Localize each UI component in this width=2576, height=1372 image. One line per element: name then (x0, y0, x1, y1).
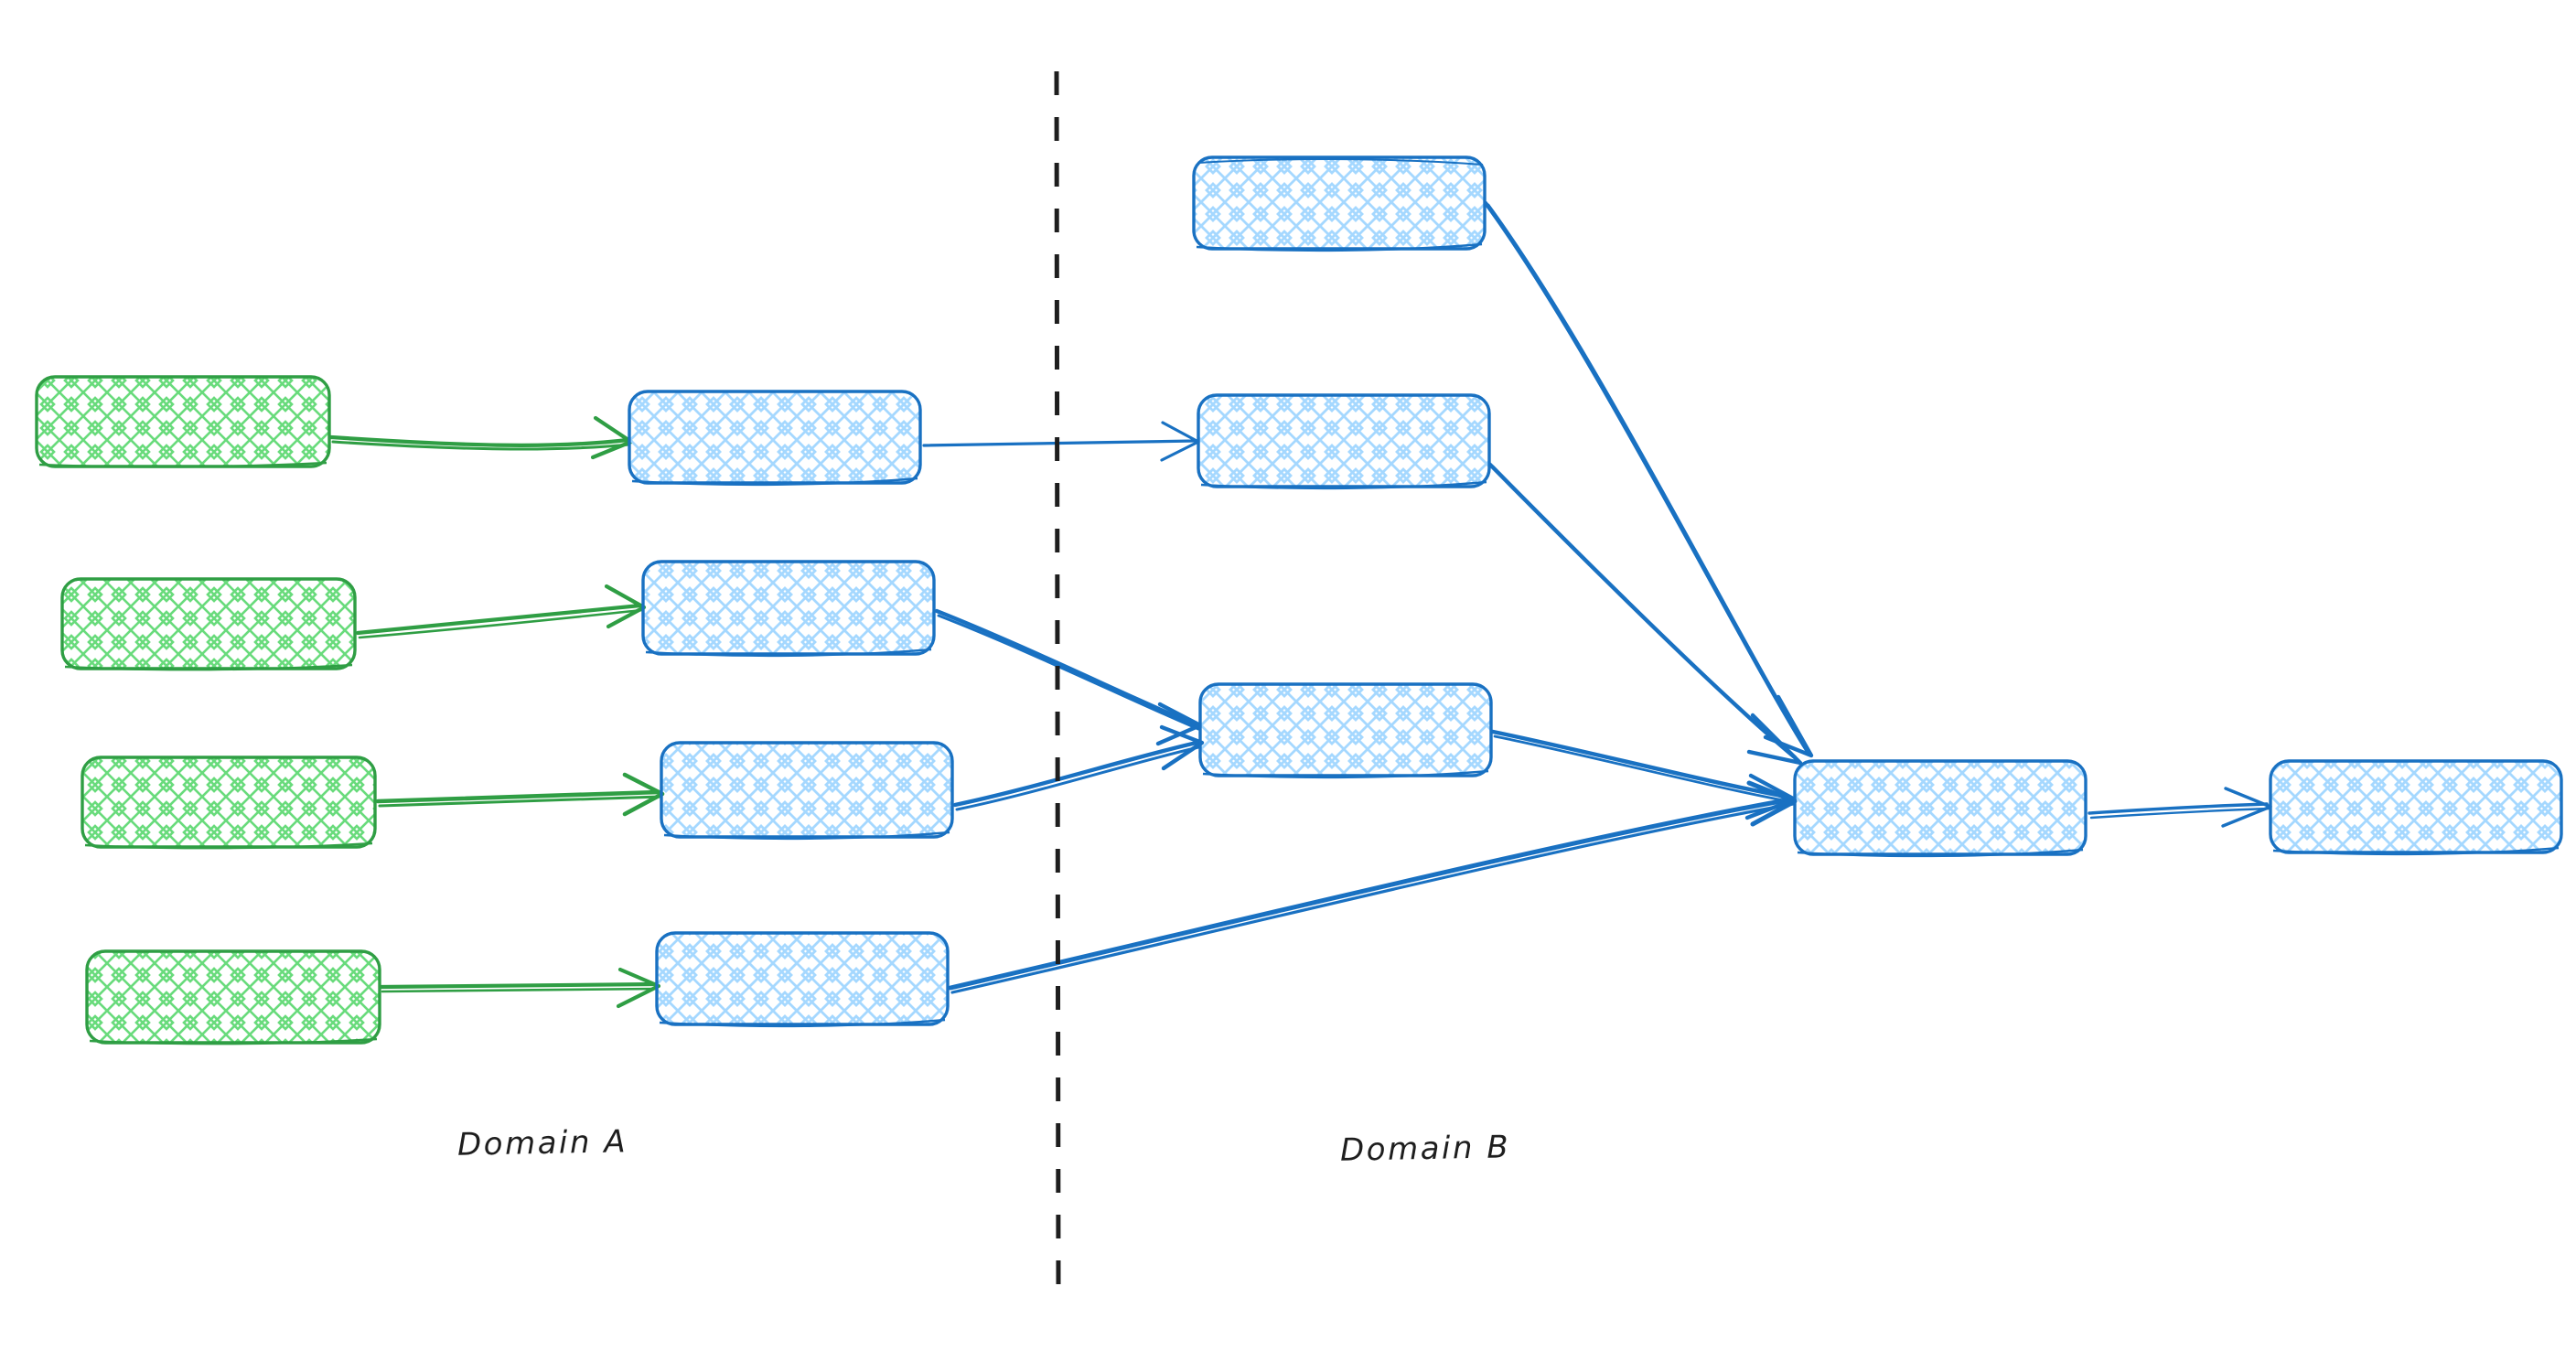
edge-b-node-1-to-b-merge[interactable] (1483, 200, 1814, 758)
edge-b-merge-to-b-out[interactable] (2088, 787, 2272, 828)
nodes-layer (35, 155, 2563, 1045)
edge-a-in-4-to-a-proc-4[interactable] (378, 967, 661, 1009)
node-a-in-3[interactable] (80, 756, 377, 850)
domain-divider (1054, 70, 1061, 1285)
node-b-out[interactable] (2269, 759, 2563, 856)
node-a-proc-1[interactable] (628, 390, 922, 487)
edge-a-proc-1-to-b-node-2[interactable] (922, 421, 1200, 462)
edge-a-in-1-to-a-proc-1[interactable] (328, 415, 634, 460)
edge-a-proc-2-to-b-node-3[interactable] (934, 608, 1203, 746)
node-b-node-2[interactable] (1197, 393, 1491, 490)
node-b-merge[interactable] (1793, 759, 2088, 858)
edge-a-proc-4-to-b-merge[interactable] (948, 780, 1798, 994)
node-a-proc-2[interactable] (641, 560, 936, 658)
node-a-in-2[interactable] (60, 577, 357, 671)
node-a-proc-4[interactable] (655, 931, 950, 1028)
edge-b-node-2-to-b-merge[interactable] (1487, 462, 1803, 766)
node-a-in-1[interactable] (35, 375, 331, 468)
domain-a-label: Domain A (456, 1123, 628, 1163)
node-b-node-3[interactable] (1198, 682, 1493, 779)
domain-b-label: Domain B (1339, 1129, 1511, 1169)
edges-layer (328, 200, 2272, 1009)
edge-a-in-2-to-a-proc-2[interactable] (355, 584, 647, 639)
node-a-in-4[interactable] (85, 949, 381, 1045)
node-b-node-1[interactable] (1192, 155, 1487, 252)
node-a-proc-3[interactable] (660, 741, 954, 841)
edge-a-in-3-to-a-proc-3[interactable] (375, 772, 665, 817)
